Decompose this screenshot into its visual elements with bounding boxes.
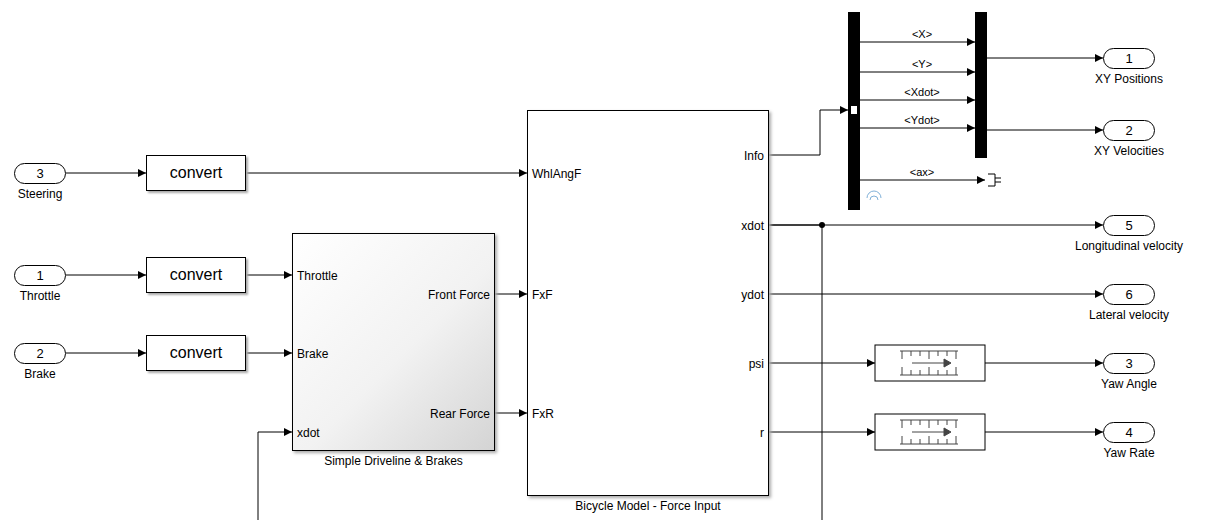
block-icon (900, 351, 958, 444)
signal-line (66, 353, 146, 354)
port-block: 6Lateral velocity (1103, 284, 1155, 305)
port-number: 2 (1125, 123, 1132, 138)
port-block: 1XY Positions (1103, 48, 1155, 69)
signal-name: <ax> (909, 166, 935, 179)
block-text: convert (170, 266, 222, 284)
port-block: 4Yaw Rate (1103, 422, 1155, 443)
subsystem-block: WhlAngFFxFFxRInfoxdotydotpsirBicycle Mod… (527, 110, 769, 496)
port-name: Lateral velocity (1089, 308, 1169, 322)
signal-line (246, 275, 292, 276)
block-title: Bicycle Model - Force Input (575, 499, 720, 513)
port-label: Rear Force (430, 407, 490, 421)
port-label: psi (749, 357, 764, 371)
convert-block: convert (146, 155, 246, 191)
port-label: xdot (297, 426, 320, 440)
port-block: 2Brake (14, 343, 66, 364)
block-title: Simple Driveline & Brakes (324, 454, 463, 468)
signal-line (246, 173, 527, 174)
signal-line (495, 413, 527, 414)
signal-line (66, 275, 146, 276)
port-name: Throttle (20, 289, 61, 303)
subsystem-block: ThrottleBrakexdotFront ForceRear ForceSi… (292, 233, 495, 451)
signal-name: <Y> (911, 58, 933, 71)
signal-name: <Xdot> (903, 86, 940, 99)
port-label: FxR (532, 407, 554, 421)
port-block: 2XY Velocities (1103, 120, 1155, 141)
bus-selector (848, 12, 860, 210)
port-label: Throttle (297, 269, 338, 283)
port-label: Front Force (428, 288, 490, 302)
signal-line (769, 294, 1103, 295)
signal-name: <X> (911, 28, 933, 41)
port-name: Steering (18, 187, 63, 201)
port-label: WhlAngF (532, 167, 581, 181)
port-number: 1 (36, 268, 43, 283)
bus-creator (975, 12, 987, 158)
signal-wires (769, 42, 1103, 432)
terminator (988, 174, 1001, 186)
port-label: ydot (741, 288, 764, 302)
conversion-block (875, 345, 985, 450)
signal-line (66, 173, 146, 174)
convert-block: convert (146, 335, 246, 371)
port-number: 3 (36, 166, 43, 181)
port-number: 6 (1125, 287, 1132, 302)
block-text: convert (170, 164, 222, 182)
port-block: 3Yaw Angle (1103, 353, 1155, 374)
signal-line (495, 294, 527, 295)
bus-port-mark (851, 106, 857, 114)
convert-block: convert (146, 257, 246, 293)
port-label: xdot (741, 219, 764, 233)
port-number: 5 (1125, 218, 1132, 233)
port-label: r (760, 426, 764, 440)
port-name: XY Velocities (1094, 144, 1164, 158)
port-number: 3 (1125, 356, 1132, 371)
block-text: convert (170, 344, 222, 362)
port-name: Longitudinal velocity (1075, 239, 1183, 253)
port-name: Yaw Angle (1101, 377, 1157, 391)
signal-name: <Ydot> (903, 114, 940, 127)
port-name: Yaw Rate (1103, 446, 1154, 460)
port-name: XY Positions (1095, 72, 1163, 86)
port-name: Brake (24, 367, 55, 381)
port-label: Brake (297, 347, 328, 361)
port-number: 1 (1125, 51, 1132, 66)
wireless-icon (867, 191, 881, 200)
port-block: 1Throttle (14, 265, 66, 286)
port-block: 3Steering (14, 163, 66, 184)
port-block: 5Longitudinal velocity (1103, 215, 1155, 236)
port-label: FxF (532, 288, 553, 302)
signal-line (246, 353, 292, 354)
port-number: 2 (36, 346, 43, 361)
port-number: 4 (1125, 425, 1132, 440)
port-label: Info (744, 149, 764, 163)
